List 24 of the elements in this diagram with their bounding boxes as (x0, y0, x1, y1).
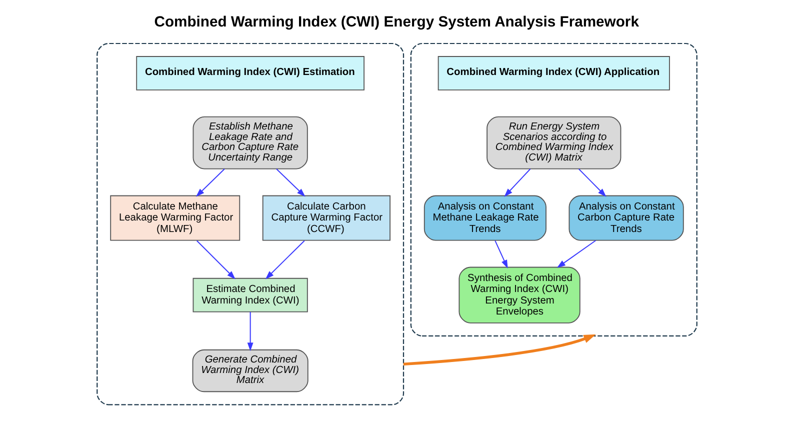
arrow (246, 312, 253, 352)
arrow (402, 334, 596, 366)
arrow (578, 168, 606, 197)
diagram-title: Combined Warming Index (CWI) Energy System Analysis Framework (154, 14, 638, 31)
cluster (410, 42, 697, 336)
node-box: Synthesis of Combined Warming Index (CWI) Energy System Envelopes (458, 266, 580, 324)
node-box: Run Energy System Scenarios according to Combined Warming Index (CWI) Matrix (486, 116, 621, 170)
node-box: Establish Methane Leakage Rate and Carbon Capture Rate Uncertainty Range (192, 116, 308, 170)
arrow (556, 240, 596, 268)
node-box: Calculate Methane Leakage Warming Factor (MLWF) (110, 195, 240, 241)
node-box: Estimate Combined Warming Index (CWI) (192, 278, 308, 312)
node-box: Combined Warming Index (CWI) Estimation (136, 56, 364, 90)
arrow (276, 168, 305, 197)
cluster (96, 42, 404, 406)
arrow (195, 168, 224, 197)
arrow (264, 240, 304, 280)
arrow (504, 168, 530, 197)
arrow (196, 240, 235, 280)
node-box: Analysis on Constant Methane Leakage Rate Trends (423, 195, 546, 241)
node-box: Combined Warming Index (CWI) Application (437, 56, 670, 90)
node-box: Generate Combined Warming Index (CWI) Matrix (192, 349, 308, 392)
node-box: Analysis on Constant Carbon Capture Rate Trends (568, 195, 684, 241)
node-box: Calculate Carbon Capture Warming Factor (CCWF) (262, 195, 390, 241)
arrow (494, 240, 508, 268)
